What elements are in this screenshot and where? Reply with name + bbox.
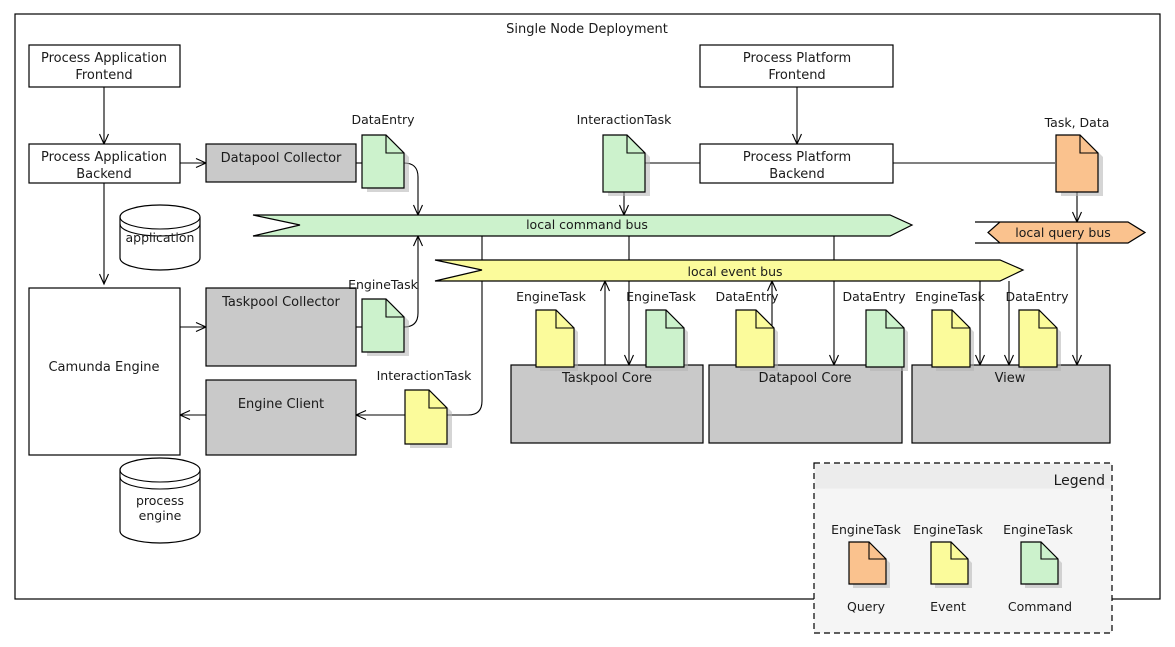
label-datapool-core: Datapool Core [758,371,851,386]
database-process-engine[interactable]: process engine [119,457,201,544]
label-local-command-bus: local command bus [526,217,648,232]
legend-item-query-bottom-label: Query [847,599,886,614]
database-application[interactable]: application [119,204,201,271]
note-interactiontask-platform[interactable] [602,134,650,196]
legend-item-command-top-label: EngineTask [1003,522,1074,537]
label-note-taskpool-core-event: EngineTask [516,289,587,304]
legend-title: Legend [1054,473,1105,489]
label-pa-frontend-line2: Frontend [75,68,132,83]
plain-box-group: Process Application Frontend Process App… [28,44,894,456]
page-title: Single Node Deployment [506,22,668,37]
note-datapool-core-command[interactable] [865,309,908,371]
label-pa-backend-line1: Process Application [41,150,167,165]
label-taskpool-collector: Taskpool Collector [221,295,340,310]
component-box-group: Datapool Collector Taskpool Collector En… [205,143,1111,456]
legend-item-command-bottom-label: Command [1008,599,1072,614]
label-note-interactiontask-platform: InteractionTask [577,112,673,127]
label-note-view-dataentry: DataEntry [1005,289,1069,304]
box-view[interactable] [911,364,1111,444]
label-pp-frontend-line2: Frontend [768,68,825,83]
label-note-interactiontask-engine: InteractionTask [377,368,473,383]
legend-item-event-bottom-label: Event [930,599,966,614]
label-pp-backend-line1: Process Platform [743,150,851,165]
legend-item-event-top-label: EngineTask [913,522,984,537]
legend-swatch-event [930,541,972,588]
legend-item-query-top-label: EngineTask [831,522,902,537]
label-note-taskpool-core-command: EngineTask [626,289,697,304]
box-process-application-backend[interactable] [28,143,181,184]
legend-swatch-query [848,541,890,588]
box-taskpool-collector[interactable] [205,287,357,367]
note-taskpool-core-event[interactable] [535,309,578,371]
box-camunda-engine[interactable] [28,287,181,456]
note-interactiontask-engine[interactable] [404,389,452,448]
label-db-process-engine-line1: process [136,493,184,508]
note-view-dataentry[interactable] [1018,309,1061,371]
label-local-query-bus: local query bus [1015,225,1111,240]
note-view-enginetask[interactable] [931,309,974,371]
note-datapool-core-event[interactable] [735,309,778,371]
bus-local-event[interactable]: local event bus [434,259,1025,282]
note-taskpool-core-command[interactable] [645,309,688,371]
label-pa-frontend-line1: Process Application [41,51,167,66]
bus-local-query[interactable]: local query bus [975,221,1147,244]
box-process-application-frontend[interactable] [28,44,181,88]
legend-header-bar [815,464,1111,489]
label-local-event-bus: local event bus [687,264,782,279]
legend: Legend EngineTask Query EngineTask Event… [813,462,1113,634]
label-note-taskpool-collector: EngineTask [348,277,419,292]
label-pp-backend-line2: Backend [769,167,825,182]
label-db-application: application [126,230,195,245]
label-note-task-data: Task, Data [1044,115,1110,130]
label-taskpool-core: Taskpool Core [561,371,652,386]
label-note-datapool-collector: DataEntry [351,112,415,127]
label-camunda-engine: Camunda Engine [48,360,159,375]
label-db-process-engine-line2: engine [139,508,182,523]
box-process-platform-backend[interactable] [699,143,894,184]
note-taskpool-collector-enginetask[interactable] [361,298,409,356]
database-group: application process engine [119,204,201,544]
note-datapool-collector-dataentry[interactable] [361,134,409,192]
note-task-data-query[interactable] [1055,134,1103,196]
label-pa-backend-line2: Backend [76,167,132,182]
box-process-platform-frontend[interactable] [699,44,894,88]
box-engine-client[interactable] [205,379,357,456]
label-datapool-collector: Datapool Collector [221,151,342,166]
label-note-datapool-core-event: DataEntry [715,289,779,304]
label-note-view-enginetask: EngineTask [915,289,986,304]
legend-swatch-command [1020,541,1062,588]
label-note-datapool-core-command: DataEntry [842,289,906,304]
box-datapool-core[interactable] [708,364,903,444]
connector-command-bus-to-interactiontask-engine [447,236,483,416]
label-view: View [995,371,1026,386]
label-pp-frontend-line1: Process Platform [743,51,851,66]
label-engine-client: Engine Client [238,397,324,412]
box-datapool-collector[interactable] [205,143,357,183]
bus-local-command[interactable]: local command bus [252,214,914,237]
box-taskpool-core[interactable] [510,364,704,444]
